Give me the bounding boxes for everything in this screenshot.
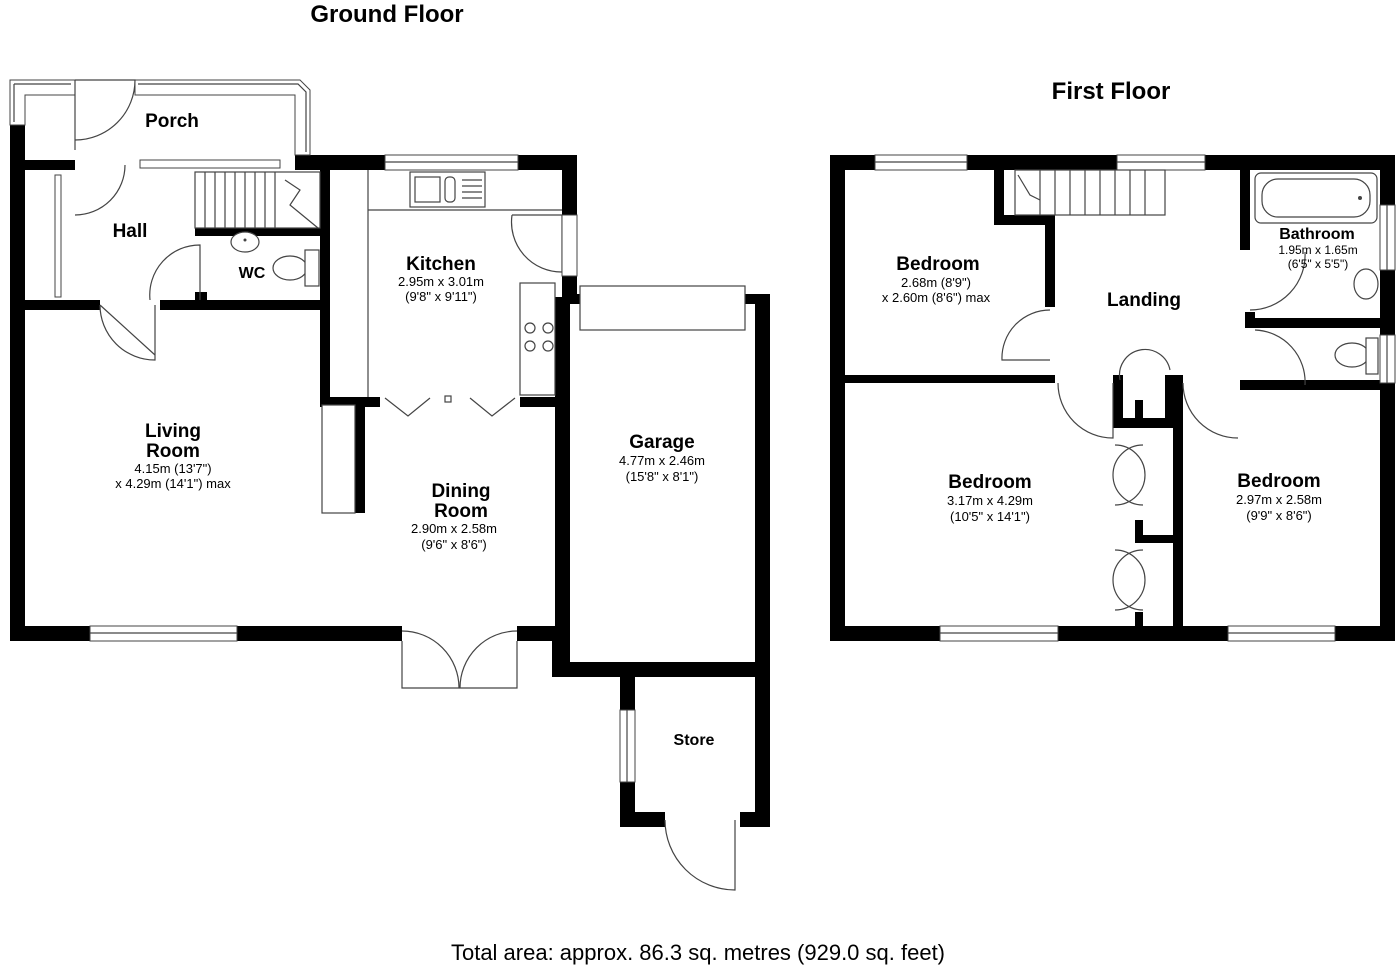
dining-dim-imperial: (9'6" x 8'6") <box>421 537 487 552</box>
ground-floor-windows <box>9 79 636 783</box>
ground-floor-doors <box>74 79 736 891</box>
dining-name-line2: Room <box>434 501 488 522</box>
living-room-label: Living Room 4.15m (13'7") x 4.29m (14'1"… <box>115 421 231 491</box>
living-name-line1: Living <box>145 421 201 442</box>
porch-label: Porch <box>145 111 199 132</box>
store-label: Store <box>674 732 715 749</box>
porch-name: Porch <box>145 111 199 132</box>
garage-dim-metric: 4.77m x 2.46m <box>619 453 705 468</box>
first-floor-windows <box>874 154 1396 642</box>
hall-name: Hall <box>113 221 148 242</box>
wc-label: WC <box>239 265 266 282</box>
dining-name-line1: Dining <box>431 481 490 502</box>
garage-name: Garage <box>629 432 694 453</box>
bedroom-1-label: Bedroom 2.68m (8'9") x 2.60m (8'6") max <box>882 254 991 305</box>
bedroom1-dim-metric: 2.68m (8'9") <box>901 275 971 290</box>
ground-floor-fixtures <box>194 170 746 514</box>
garage-label: Garage 4.77m x 2.46m (15'8" x 8'1") <box>619 432 705 484</box>
kitchen-label: Kitchen 2.95m x 3.01m (9'8" x 9'11") <box>398 254 484 304</box>
bedroom-2-label: Bedroom 3.17m x 4.29m (10'5" x 14'1") <box>947 472 1033 524</box>
bedroom1-dim-imperial: x 2.60m (8'6") max <box>882 290 991 305</box>
first-floor-doors <box>1001 251 1306 611</box>
kitchen-dim-metric: 2.95m x 3.01m <box>398 274 484 289</box>
bedroom2-dim-imperial: (10'5" x 14'1") <box>950 509 1030 524</box>
bathroom-dim-imperial: (6'5" x 5'5") <box>1288 257 1348 271</box>
ground-floor-title: Ground Floor <box>310 1 463 28</box>
bedroom2-dim-metric: 3.17m x 4.29m <box>947 493 1033 508</box>
bedroom3-dim-imperial: (9'9" x 8'6") <box>1246 508 1312 523</box>
dining-dim-metric: 2.90m x 2.58m <box>411 521 497 536</box>
bedroom1-name: Bedroom <box>896 254 979 275</box>
bedroom2-name: Bedroom <box>948 472 1031 493</box>
kitchen-dim-imperial: (9'8" x 9'11") <box>405 289 477 304</box>
dining-room-label: Dining Room 2.90m x 2.58m (9'6" x 8'6") <box>411 481 497 552</box>
bathroom-name: Bathroom <box>1279 226 1355 243</box>
first-floor-fixtures <box>1014 169 1379 375</box>
total-area: Total area: approx. 86.3 sq. metres (929… <box>451 940 945 965</box>
store-name: Store <box>674 732 715 749</box>
wc-name: WC <box>239 265 266 282</box>
landing-label: Landing <box>1107 290 1181 311</box>
living-name-line2: Room <box>146 441 200 462</box>
living-dim-imperial: x 4.29m (14'1") max <box>115 476 231 491</box>
landing-name: Landing <box>1107 290 1181 311</box>
bedroom-3-label: Bedroom 2.97m x 2.58m (9'9" x 8'6") <box>1236 471 1322 523</box>
garage-dim-imperial: (15'8" x 8'1") <box>626 469 699 484</box>
bathroom-label: Bathroom 1.95m x 1.65m (6'5" x 5'5") <box>1278 226 1357 271</box>
bathroom-dim-metric: 1.95m x 1.65m <box>1278 243 1357 257</box>
first-floor-walls <box>830 155 1395 641</box>
living-dim-metric: 4.15m (13'7") <box>134 461 211 476</box>
bedroom3-dim-metric: 2.97m x 2.58m <box>1236 492 1322 507</box>
bedroom3-name: Bedroom <box>1237 471 1320 492</box>
kitchen-name: Kitchen <box>406 254 476 275</box>
ground-floor-walls <box>10 125 770 827</box>
first-floor-title: First Floor <box>1052 78 1171 105</box>
hall-label: Hall <box>113 221 148 242</box>
